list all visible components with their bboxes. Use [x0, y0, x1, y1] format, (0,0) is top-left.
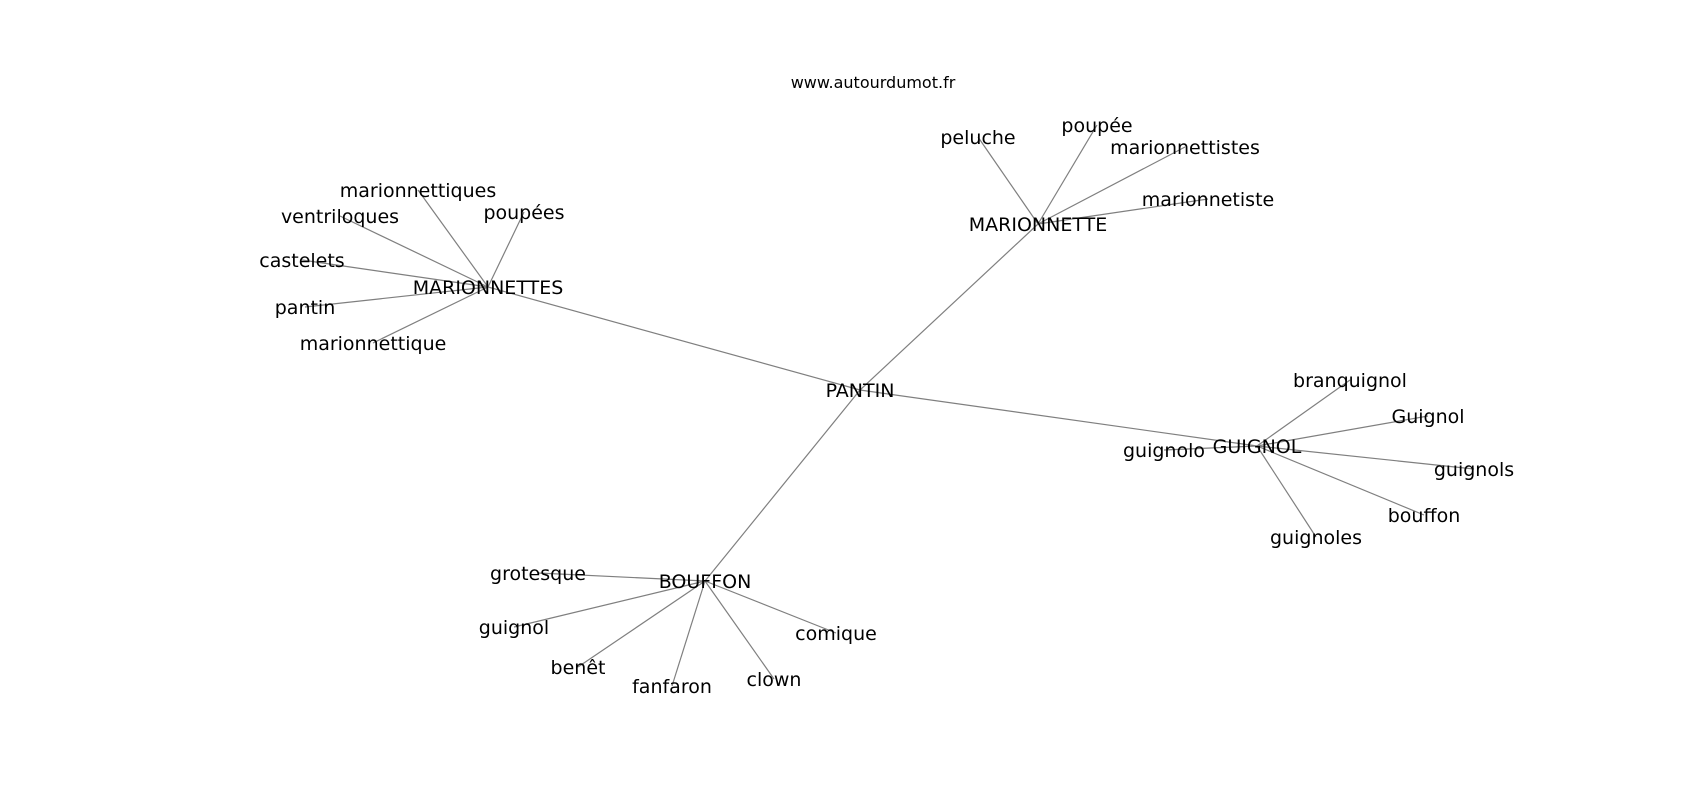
edge-hub-to-leaf — [704, 580, 775, 680]
graph-labels: PANTIN MARIONNETTES marionnettiquespoupées… — [259, 115, 1514, 698]
leaf-node-label: benêt — [551, 657, 606, 679]
leaf-node-label: guignols — [1434, 459, 1514, 481]
leaf-node-label: grotesque — [490, 563, 586, 585]
edge-root-to-hub — [859, 389, 1258, 447]
leaf-node-label: comique — [795, 623, 877, 645]
edge-hub-to-leaf — [1037, 146, 1186, 225]
leaf-node-label: marionnetiste — [1142, 189, 1274, 211]
leaf-node-label: ventriloques — [281, 206, 399, 228]
leaf-node-label: bouffon — [1388, 505, 1460, 527]
leaf-node-label: marionnettiques — [340, 180, 497, 202]
leaf-node-label: castelets — [259, 250, 344, 272]
leaf-node-label: marionnettique — [300, 333, 447, 355]
edge-hub-to-leaf — [417, 189, 489, 288]
edge-hub-to-leaf — [1256, 445, 1475, 470]
edge-hub-to-leaf — [1037, 124, 1098, 225]
leaf-node-label: peluche — [940, 127, 1015, 149]
edge-hub-to-leaf — [1256, 415, 1429, 447]
leaf-node-label: clown — [747, 669, 802, 691]
leaf-node-label: pantin — [275, 297, 336, 319]
hub-node-label: MARIONNETTE — [969, 214, 1107, 236]
edge-root-to-hub — [859, 223, 1039, 391]
hub-node-label: GUIGNOL — [1213, 436, 1302, 458]
leaf-node-label: poupées — [483, 202, 564, 224]
leaf-node-label: guignol — [479, 617, 549, 639]
edge-hub-to-leaf — [304, 286, 489, 308]
edge-hub-to-leaf — [1163, 445, 1258, 451]
edge-hub-to-leaf — [704, 580, 837, 634]
edge-hub-to-leaf — [513, 580, 706, 628]
edge-hub-to-leaf — [1256, 379, 1351, 447]
leaf-node-label: guignolo — [1123, 440, 1205, 462]
edge-hub-to-leaf — [487, 211, 525, 288]
leaf-node-label: marionnettistes — [1110, 137, 1260, 159]
leaf-node-label: poupée — [1061, 115, 1132, 137]
leaf-node-label: fanfaron — [632, 676, 712, 698]
edge-hub-to-leaf — [372, 286, 489, 344]
edge-root-to-hub — [704, 389, 861, 582]
edge-hub-to-leaf — [339, 215, 489, 288]
graph-edges — [301, 124, 1475, 687]
leaf-node-label: Guignol — [1391, 406, 1464, 428]
edge-hub-to-leaf — [577, 580, 706, 668]
hub-node-label: MARIONNETTES — [413, 277, 564, 299]
edge-hub-to-leaf — [1037, 198, 1209, 225]
root-node-label: PANTIN — [826, 380, 895, 402]
hub-node-label: BOUFFON — [659, 571, 752, 593]
edge-root-to-hub — [487, 286, 861, 391]
edge-hub-to-leaf — [301, 259, 489, 288]
leaf-node-label: guignoles — [1270, 527, 1362, 549]
edge-hub-to-leaf — [671, 580, 706, 687]
edge-hub-to-leaf — [537, 572, 706, 582]
site-watermark: www.autourdumot.fr — [791, 73, 956, 92]
edge-hub-to-leaf — [1256, 445, 1425, 516]
leaf-node-label: branquignol — [1293, 370, 1407, 392]
edge-hub-to-leaf — [977, 136, 1039, 225]
edge-hub-to-leaf — [1256, 445, 1317, 538]
